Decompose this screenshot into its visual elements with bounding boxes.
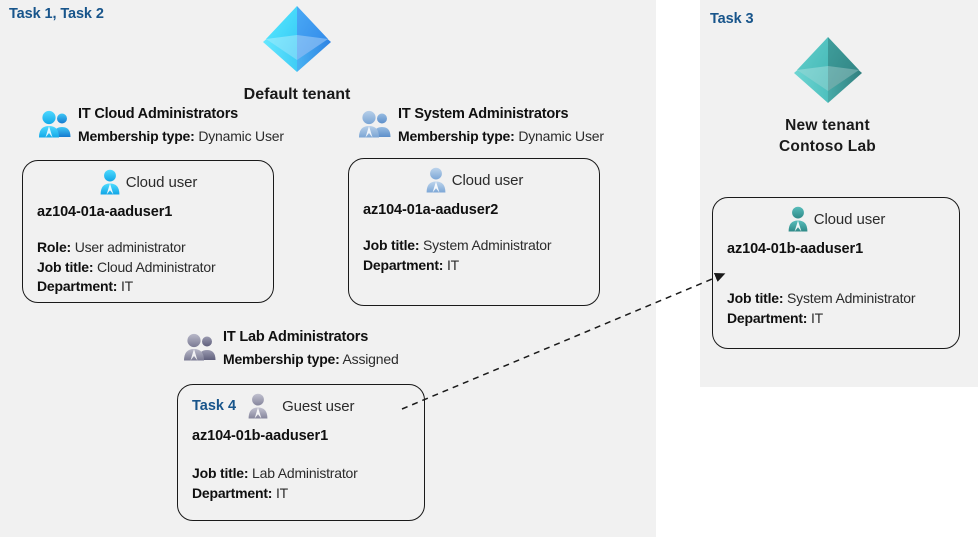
prop-label: Job title: — [192, 465, 249, 481]
prop-value: IT — [120, 278, 134, 294]
card-prop-role: Role: User administrator — [37, 238, 273, 258]
group-users-icon — [359, 110, 391, 138]
prop-value: IT — [275, 484, 289, 501]
new-tenant-block: New tenant Contoso Lab — [745, 33, 910, 158]
card-prop-department: Department: IT — [37, 277, 273, 297]
prop-value: User administrator — [74, 239, 186, 255]
group-it-system-administrators: IT System Administrators Membership type… — [358, 104, 604, 146]
card-header: Cloud user — [23, 161, 273, 199]
azure-ad-tenant-icon — [263, 6, 331, 72]
prop-label: Job title: — [363, 237, 420, 253]
group-membership-type: Membership type: Assigned — [223, 349, 399, 369]
card-username: az104-01b-aaduser1 — [727, 241, 864, 257]
cloud-user-icon — [788, 206, 808, 232]
group-membership-value: Dynamic User — [198, 128, 284, 144]
group-membership-value: Assigned — [342, 351, 399, 367]
prop-label: Department: — [363, 256, 444, 273]
task-label-right: Task 3 — [710, 11, 754, 27]
card-properties: Job title: System Administrator Departme… — [349, 236, 599, 275]
prop-value: Lab Administrator — [252, 465, 358, 481]
card-properties: Job title: System Administrator Departme… — [713, 289, 959, 328]
card-header: Task 4 Guest user — [178, 385, 424, 423]
new-tenant-name-line2: Contoso Lab — [779, 138, 876, 155]
card-task-label: Task 4 — [192, 398, 237, 414]
user-card-az104-01b-aaduser1-new-tenant[interactable]: Cloud user az104-01b-aaduser1 Job title:… — [712, 197, 960, 349]
group-membership-type: Membership type: Dynamic User — [398, 126, 604, 146]
prop-value: System Administrator — [787, 290, 916, 306]
card-properties: Role: User administrator Job title: Clou… — [23, 238, 273, 297]
card-user-type: Cloud user — [451, 171, 524, 189]
prop-label: Job title: — [37, 258, 94, 275]
card-prop-department: Department: IT — [727, 309, 959, 329]
group-it-lab-administrators: IT Lab Administrators Membership type: A… — [183, 327, 399, 369]
prop-value: Cloud Administrator — [97, 258, 216, 275]
default-tenant-block: Default tenant — [232, 2, 362, 105]
card-header: Cloud user — [349, 159, 599, 197]
card-prop-job-title: Job title: System Administrator — [363, 236, 599, 256]
prop-value: IT — [446, 256, 460, 273]
group-title: IT Cloud Administrators — [78, 106, 239, 122]
card-prop-job-title: Job title: Cloud Administrator — [37, 258, 273, 278]
prop-label: Role: — [37, 239, 72, 255]
prop-label: Department: — [192, 484, 273, 501]
card-prop-job-title: Job title: System Administrator — [727, 289, 959, 309]
group-title: IT System Administrators — [398, 106, 569, 122]
cloud-user-icon — [100, 169, 120, 195]
group-users-icon — [39, 110, 71, 138]
default-tenant-name: Default tenant — [243, 86, 351, 103]
card-prop-job-title: Job title: Lab Administrator — [192, 464, 424, 484]
card-properties: Job title: Lab Administrator Department:… — [178, 464, 424, 503]
prop-label: Job title: — [727, 290, 784, 306]
user-card-az104-01a-aaduser1[interactable]: Cloud user az104-01a-aaduser1 Role: User… — [22, 160, 274, 303]
cloud-user-icon — [426, 167, 446, 193]
group-membership-label: Membership type: — [78, 128, 195, 144]
prop-value: IT — [810, 309, 824, 326]
card-user-type: Cloud user — [813, 210, 886, 228]
card-prop-department: Department: IT — [192, 484, 424, 504]
new-tenant-name-line1: New tenant — [785, 117, 870, 134]
prop-value: System Administrator — [423, 237, 552, 253]
group-membership-type: Membership type: Dynamic User — [78, 126, 284, 146]
user-card-az104-01a-aaduser2[interactable]: Cloud user az104-01a-aaduser2 Job title:… — [348, 158, 600, 306]
card-username: az104-01b-aaduser1 — [192, 428, 329, 444]
group-it-cloud-administrators: IT Cloud Administrators Membership type:… — [38, 104, 284, 146]
guest-user-icon — [248, 393, 268, 419]
prop-label: Department: — [727, 309, 808, 326]
card-header: Cloud user — [713, 198, 959, 236]
group-membership-value: Dynamic User — [518, 128, 604, 144]
card-username: az104-01a-aaduser1 — [37, 204, 173, 220]
card-user-type: Guest user — [282, 397, 355, 415]
task-label-left: Task 1, Task 2 — [9, 6, 104, 22]
user-card-az104-01b-aaduser1-guest[interactable]: Task 4 Guest user az104-01b-aaduser1 Job… — [177, 384, 425, 521]
card-prop-department: Department: IT — [363, 256, 599, 276]
card-username: az104-01a-aaduser2 — [363, 202, 499, 218]
group-membership-label: Membership type: — [398, 128, 515, 144]
card-user-type: Cloud user — [125, 173, 198, 191]
group-users-icon — [184, 333, 216, 361]
group-membership-label: Membership type: — [223, 351, 340, 367]
azure-ad-tenant-icon — [793, 37, 862, 103]
prop-label: Department: — [37, 278, 118, 294]
group-title: IT Lab Administrators — [223, 329, 369, 345]
